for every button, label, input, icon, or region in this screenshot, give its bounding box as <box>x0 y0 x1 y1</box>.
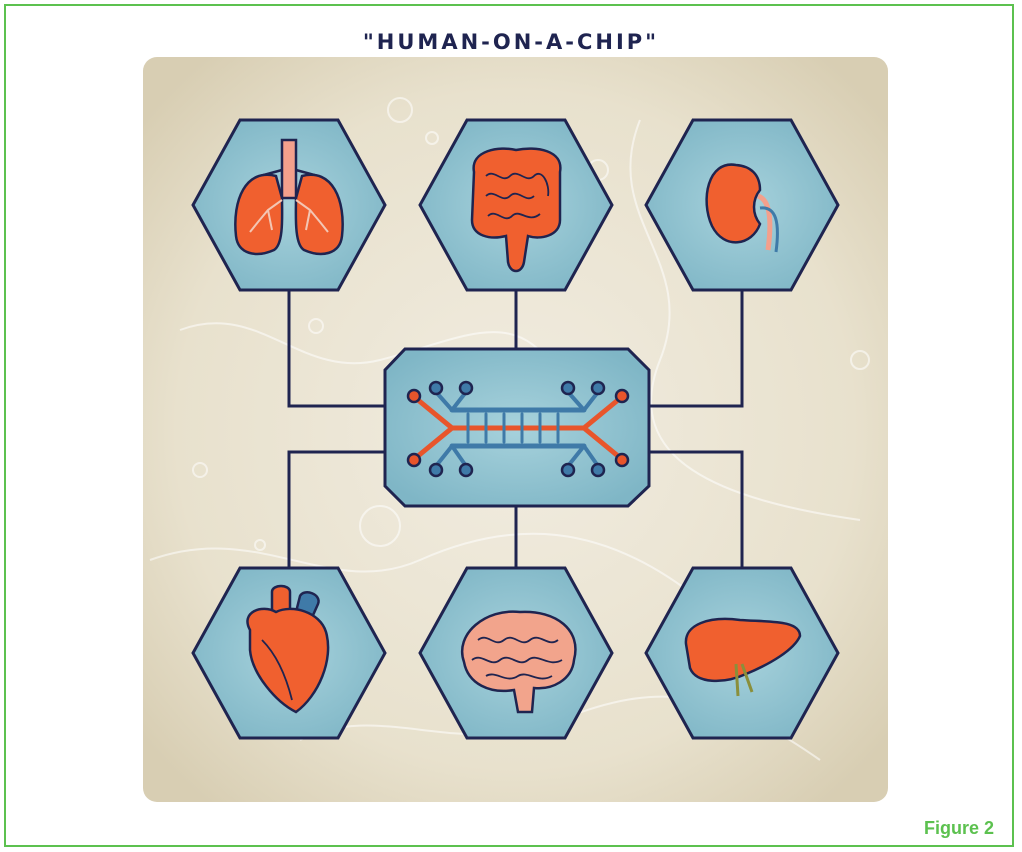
figure-caption: Figure 2 <box>924 818 994 839</box>
